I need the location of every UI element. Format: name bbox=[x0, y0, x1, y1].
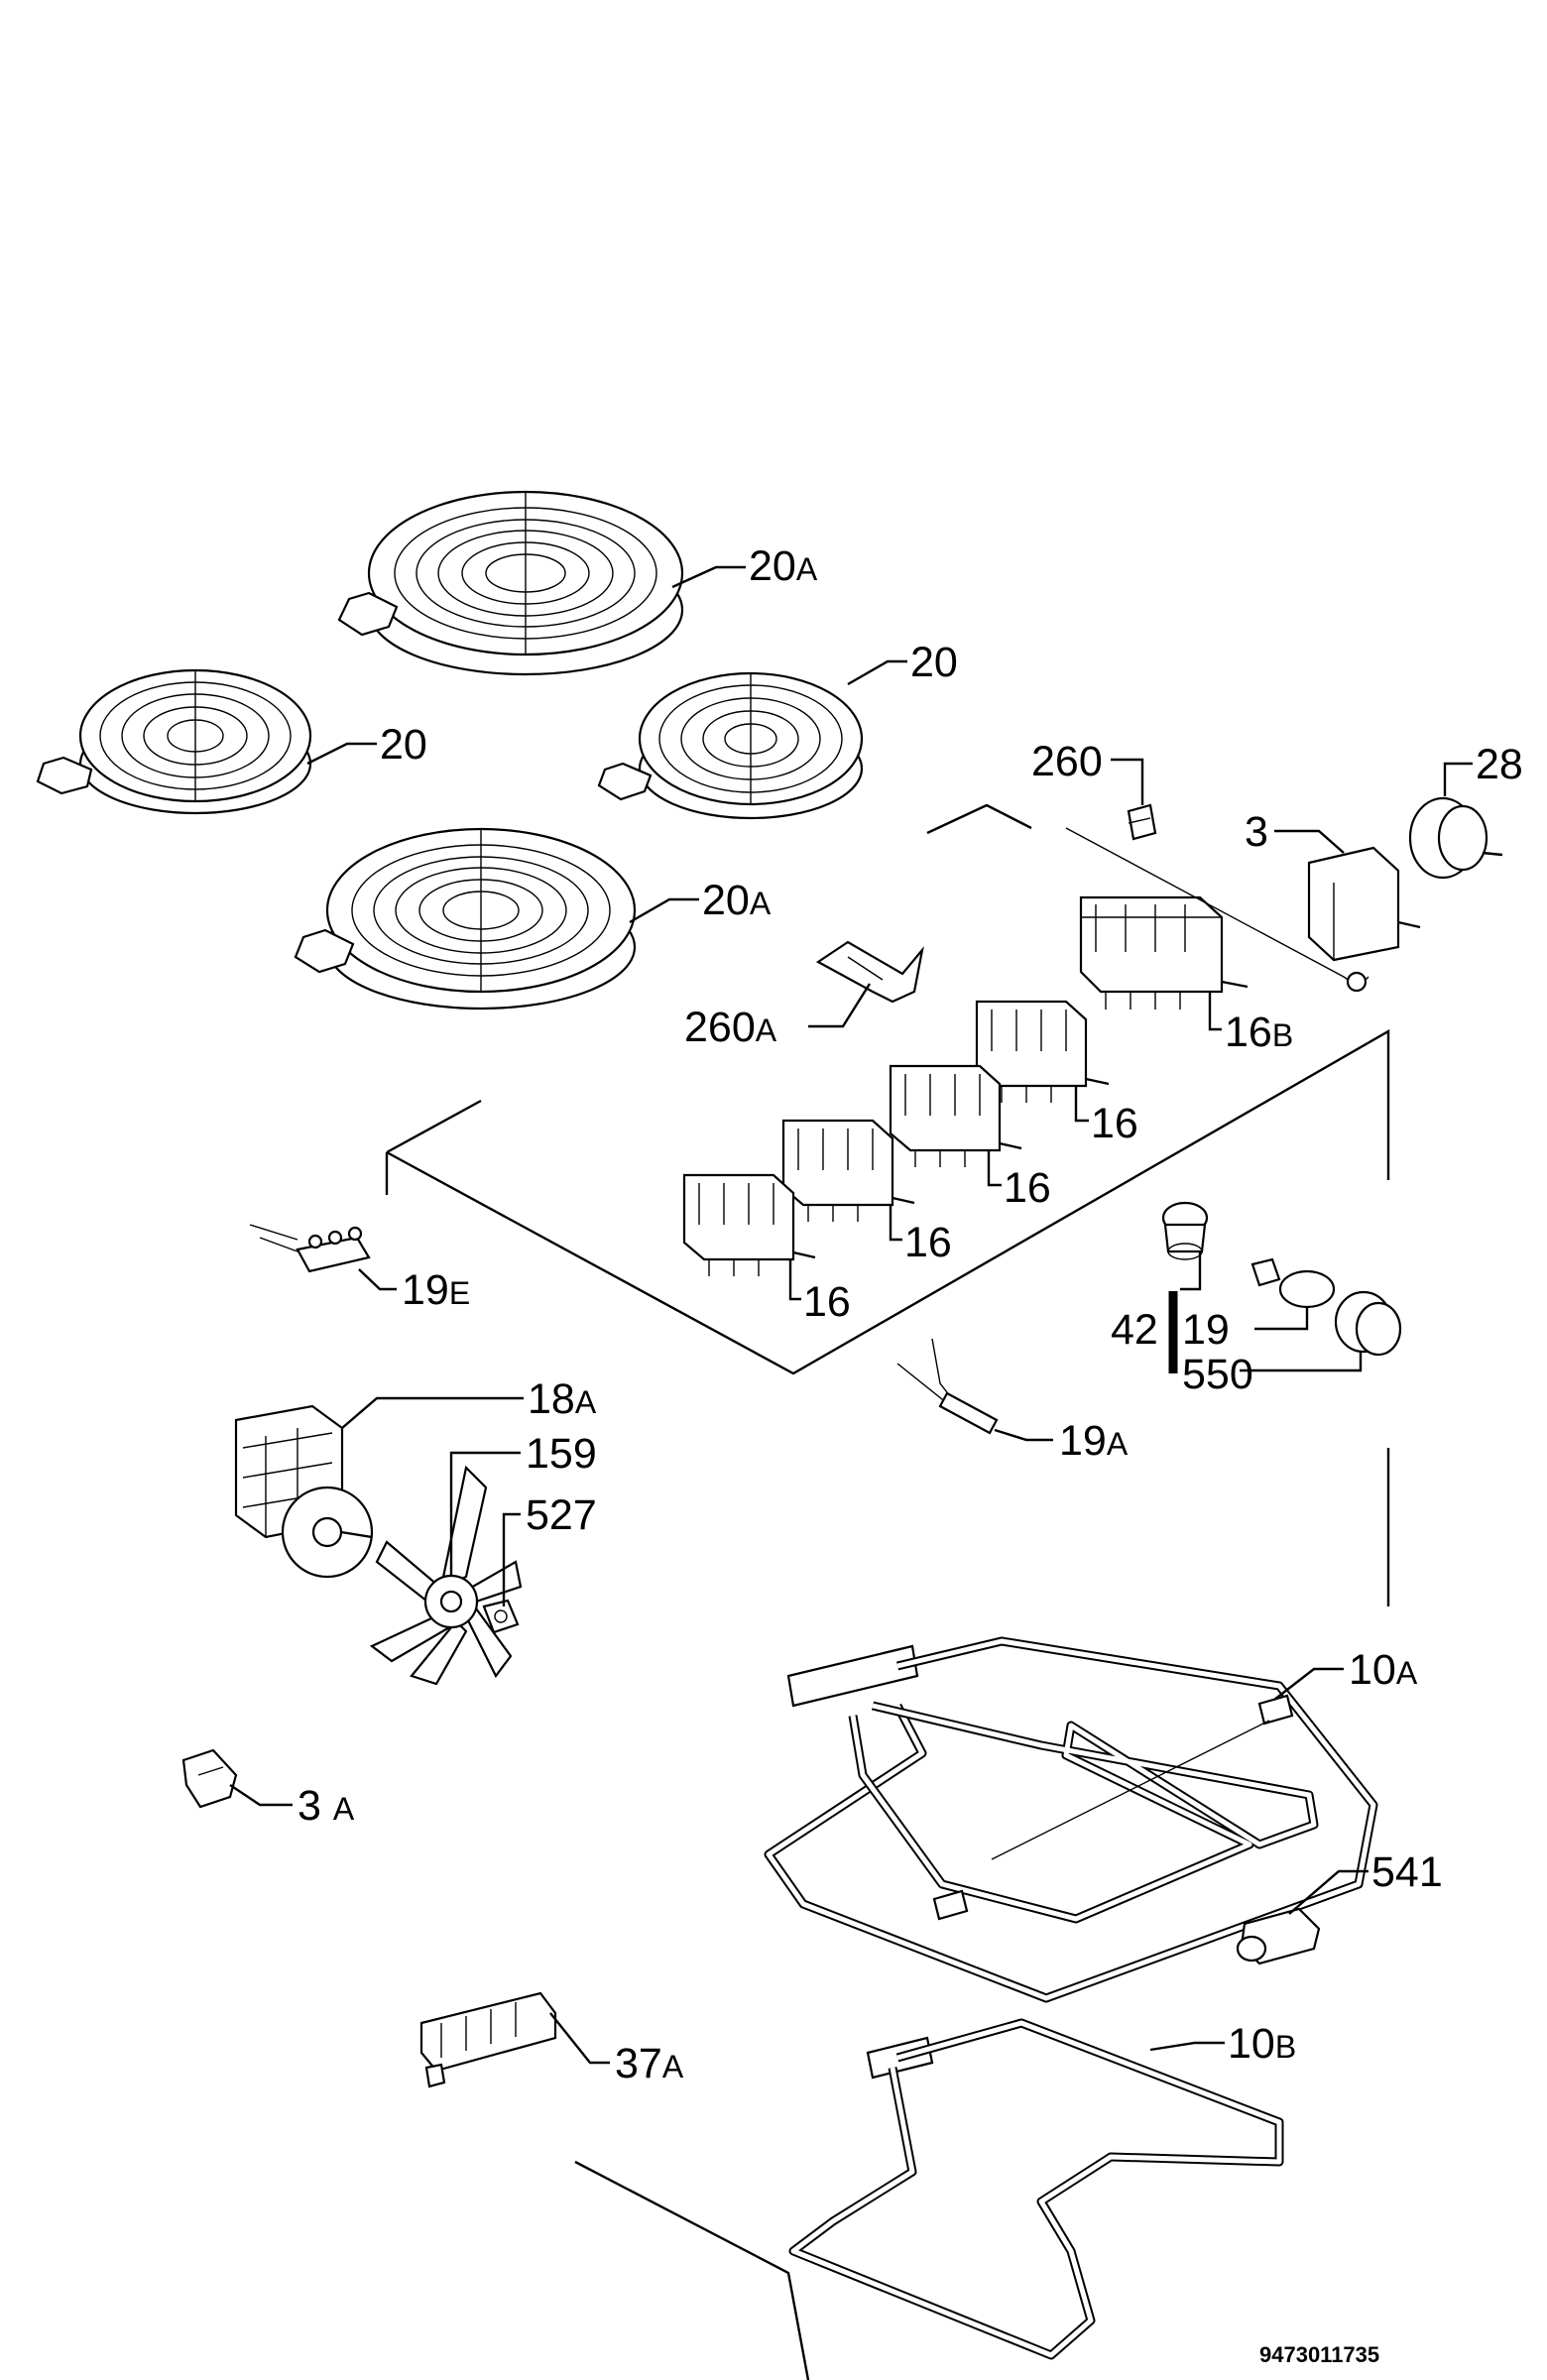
callout-527: 527 bbox=[526, 1491, 597, 1539]
hotplate-20-right bbox=[597, 671, 864, 820]
callout-37A: 37A bbox=[615, 2040, 684, 2087]
callout-550: 550 bbox=[1182, 1351, 1253, 1398]
grill-element-10A bbox=[764, 1636, 1378, 2003]
lamp-bulb-19 bbox=[1250, 1257, 1336, 1309]
callout-20-right: 20 bbox=[910, 639, 958, 686]
selector-switch-16-d bbox=[682, 1173, 816, 1276]
drawing-code: 9473011735 bbox=[1259, 2342, 1379, 2367]
callout-159: 159 bbox=[526, 1430, 597, 1478]
lamp-cover-550 bbox=[1334, 1290, 1402, 1357]
callout-20A-bottom: 20A bbox=[702, 877, 772, 924]
callout-260A: 260A bbox=[684, 1004, 777, 1051]
callout-42: 42 bbox=[1111, 1306, 1158, 1354]
callout-20-left: 20 bbox=[380, 721, 427, 769]
selector-switch-16B bbox=[1079, 895, 1249, 1010]
bottom-element-10B bbox=[788, 2018, 1284, 2360]
callout-20A-top: 20A bbox=[749, 542, 818, 590]
clip-260 bbox=[1127, 803, 1157, 841]
hotplate-20A-top bbox=[337, 490, 684, 676]
knob-28 bbox=[1408, 796, 1503, 880]
callout-18A: 18A bbox=[528, 1375, 597, 1423]
callout-labels: 20A 20 20 20A 260 28 3 260A 16B 16 16 16… bbox=[298, 542, 1523, 2367]
base-outline bbox=[574, 2160, 810, 2380]
thermostat-3 bbox=[1065, 827, 1421, 993]
hotplate-20-left bbox=[36, 668, 312, 815]
leader-lines bbox=[229, 565, 1473, 2065]
connector-3A bbox=[181, 1748, 238, 1809]
bracket-260A bbox=[815, 940, 924, 1004]
callout-3: 3 bbox=[1245, 808, 1268, 856]
sensor-19A bbox=[896, 1338, 999, 1435]
callout-10A: 10A bbox=[1349, 1646, 1418, 1694]
fan-blade-159 bbox=[369, 1465, 523, 1686]
callout-16-d: 16 bbox=[803, 1278, 851, 1326]
fan-motor-18A bbox=[234, 1404, 374, 1579]
terminal-block-37A bbox=[419, 1991, 557, 2088]
terminal-19E bbox=[249, 1224, 371, 1273]
callout-16-b: 16 bbox=[1004, 1164, 1051, 1212]
nut-527 bbox=[482, 1599, 520, 1634]
lamp-holder-42 bbox=[1161, 1201, 1209, 1260]
callout-28: 28 bbox=[1476, 741, 1523, 788]
hotplate-20A-bottom bbox=[294, 827, 637, 1011]
selector-switch-16-b bbox=[889, 1064, 1022, 1167]
callout-19E: 19E bbox=[402, 1266, 470, 1314]
callout-19: 19 bbox=[1182, 1306, 1230, 1354]
callout-19A: 19A bbox=[1059, 1417, 1129, 1465]
control-panel-outline bbox=[385, 803, 1390, 1606]
callout-16B: 16B bbox=[1225, 1009, 1293, 1056]
callout-260: 260 bbox=[1031, 738, 1103, 785]
callout-16-c: 16 bbox=[904, 1219, 952, 1266]
callout-10B: 10B bbox=[1228, 2020, 1296, 2068]
callout-541: 541 bbox=[1371, 1848, 1443, 1896]
thermostat-541 bbox=[1236, 1907, 1321, 1965]
callout-16-a: 16 bbox=[1091, 1100, 1138, 1147]
